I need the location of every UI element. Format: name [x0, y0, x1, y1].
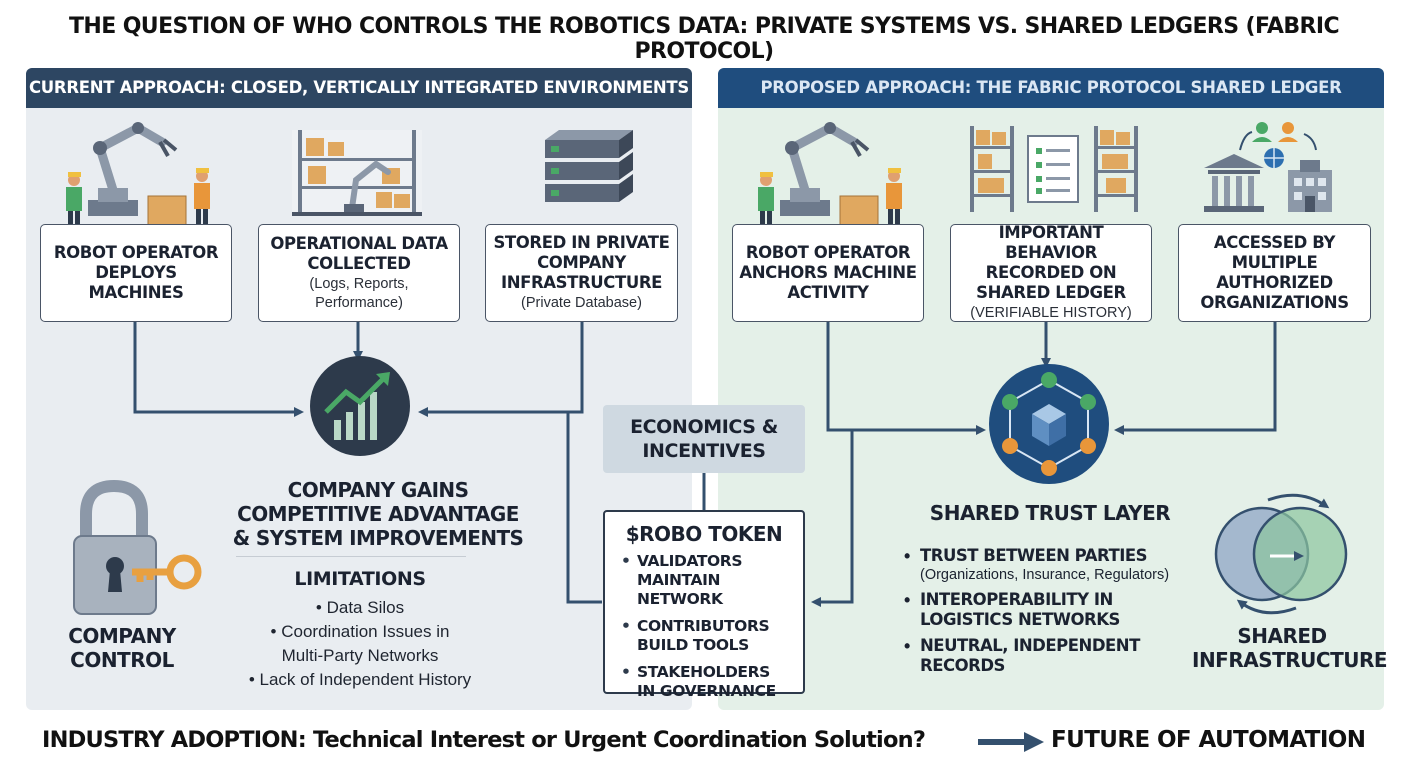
private-storage-label: STORED IN PRIVATE COMPANY INFRASTRUCTURE	[493, 233, 670, 292]
shared-trust-layer-title: SHARED TRUST LAYER	[929, 501, 1171, 525]
network-cube-icon	[989, 364, 1109, 484]
venn-icon	[1214, 493, 1348, 615]
limitations-divider	[236, 556, 466, 557]
company-control-label: COMPANY CONTROL	[68, 624, 176, 672]
token-role-item: VALIDATORS MAINTAIN NETWORK	[615, 552, 793, 609]
private-storage-sub: (Private Database)	[521, 295, 642, 311]
robot-arm-icon	[66, 122, 210, 233]
robo-token-box: $ROBO TOKEN VALIDATORS MAINTAIN NETWORK …	[603, 510, 805, 700]
data-collected-sub: (Logs, Reports, Performance)	[309, 275, 409, 311]
limitation-item: Coordination Issues in Multi-Party Netwo…	[220, 620, 500, 668]
multi-org-access-box: ACCESSED BY MULTIPLE AUTHORIZED ORGANIZA…	[1178, 224, 1371, 322]
deploy-machines-box: ROBOT OPERATOR DEPLOYS MACHINES	[40, 224, 232, 322]
current-approach-header: CURRENT APPROACH: CLOSED, VERTICALLY INT…	[26, 68, 692, 108]
ledger-record-box: IMPORTANT BEHAVIOR RECORDED ON SHARED LE…	[950, 223, 1152, 322]
center-connectors	[702, 430, 854, 607]
padlock-icon	[73, 479, 202, 615]
anchor-activity-box: ROBOT OPERATOR ANCHORS MACHINE ACTIVITY	[732, 224, 924, 322]
anchor-activity-label: ROBOT OPERATOR ANCHORS MACHINE ACTIVITY	[739, 243, 917, 302]
industry-adoption-question: INDUSTRY ADOPTION: Technical Interest or…	[42, 727, 926, 753]
limitations-list: Data Silos Coordination Issues in Multi-…	[220, 596, 500, 692]
data-collected-label: OPERATIONAL DATA COLLECTED	[270, 233, 448, 273]
private-storage-box: STORED IN PRIVATE COMPANY INFRASTRUCTURE…	[485, 224, 678, 322]
robo-token-title: $ROBO TOKEN	[625, 522, 783, 546]
right-connectors	[826, 322, 1277, 435]
proposed-approach-header: PROPOSED APPROACH: THE FABRIC PROTOCOL S…	[718, 68, 1384, 108]
growth-chart-icon	[310, 356, 410, 456]
multi-org-access-label: ACCESSED BY MULTIPLE AUTHORIZED ORGANIZA…	[1200, 233, 1349, 312]
organizations-icon	[1204, 122, 1332, 212]
trust-benefits-list: TRUST BETWEEN PARTIES (Organizations, In…	[904, 546, 1204, 682]
left-connectors	[133, 322, 602, 604]
page-title: THE QUESTION OF WHO CONTROLS THE ROBOTIC…	[69, 14, 1340, 64]
limitations-title: LIMITATIONS	[294, 568, 426, 590]
token-role-item: CONTRIBUTORS BUILD TOOLS	[615, 617, 793, 655]
deploy-machines-label: ROBOT OPERATOR DEPLOYS MACHINES	[53, 243, 219, 302]
future-of-automation: FUTURE OF AUTOMATION	[1051, 727, 1366, 753]
data-collected-box: OPERATIONAL DATA COLLECTED (Logs, Report…	[258, 224, 460, 322]
trust-benefit-item: NEUTRAL, INDEPENDENT RECORDS	[904, 636, 1204, 676]
token-role-item: STAKEHOLDERS IN GOVERNANCE	[615, 663, 793, 701]
database-icon	[545, 130, 633, 202]
trust-benefit-item: TRUST BETWEEN PARTIES (Organizations, In…	[904, 546, 1204, 584]
trust-benefit-item: INTEROPERABILITY IN LOGISTICS NETWORKS	[904, 590, 1204, 630]
robot-arm-icon-right	[758, 122, 902, 233]
limitation-item: Data Silos	[220, 596, 500, 620]
footer-arrow-icon	[978, 732, 1044, 752]
ledger-record-sub: (VERIFIABLE HISTORY)	[970, 305, 1132, 321]
ledger-record-label: IMPORTANT BEHAVIOR RECORDED ON SHARED LE…	[976, 223, 1126, 302]
warehouse-icon	[292, 130, 422, 216]
shared-infrastructure-label: SHARED INFRASTRUCTURE	[1192, 624, 1388, 672]
limitation-item: Lack of Independent History	[220, 668, 500, 692]
economics-incentives-box: ECONOMICS & INCENTIVES	[603, 405, 805, 473]
ledger-shelves-icon	[970, 126, 1138, 212]
token-roles-list: VALIDATORS MAINTAIN NETWORK CONTRIBUTORS…	[615, 552, 793, 701]
competitive-advantage-text: COMPANY GAINS COMPETITIVE ADVANTAGE & SY…	[232, 478, 524, 550]
